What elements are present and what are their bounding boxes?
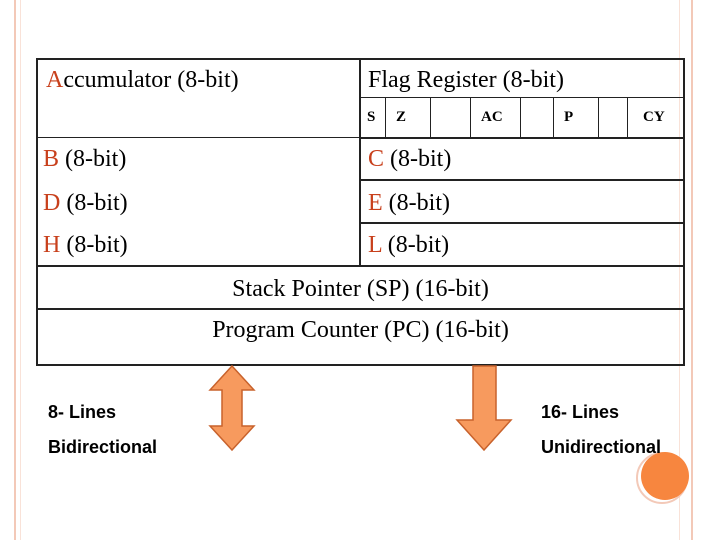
box-left [36, 58, 38, 366]
bidirectional-arrow-icon [208, 364, 256, 452]
flag-sep-6 [598, 97, 599, 137]
flag-z: Z [396, 109, 407, 125]
hl-row-bottom [36, 265, 685, 267]
flag-sep-4 [520, 97, 521, 137]
decorative-circle [641, 452, 689, 500]
flag-sep-1 [385, 97, 386, 137]
box-bottom [36, 364, 685, 366]
left-bus-lines-label: 8- Lines [48, 402, 117, 422]
bc-row-bottom [360, 179, 684, 181]
left-bus-direction-label: Bidirectional [48, 437, 158, 457]
register-d: D (8-bit) [43, 190, 128, 216]
flag-s: S [367, 109, 376, 125]
flag-sep-7 [627, 97, 628, 137]
de-row-bottom [360, 222, 684, 224]
flag-sep-5 [553, 97, 554, 137]
right-bus-lines-label: 16- Lines [541, 402, 620, 422]
program-counter-label: Program Counter (PC) (16-bit) [212, 317, 509, 343]
flag-p: P [564, 109, 574, 125]
flag-register-label: Flag Register (8-bit) [368, 67, 564, 93]
accumulator-row-bottom [36, 137, 360, 138]
flag-sep-3 [470, 97, 471, 137]
register-h: H (8-bit) [43, 232, 128, 258]
accumulator-label: Accumulator (8-bit) [46, 67, 239, 93]
register-c: C (8-bit) [368, 146, 452, 172]
flag-row-bottom [360, 137, 684, 139]
stack-pointer-label: Stack Pointer (SP) (16-bit) [232, 276, 489, 302]
slide-frame-inner [20, 0, 680, 540]
flag-ac: AC [481, 109, 503, 125]
register-b: B (8-bit) [43, 146, 127, 172]
right-bus-direction-label: Unidirectional [541, 437, 662, 457]
flag-cy: CY [643, 109, 665, 125]
box-right [683, 58, 685, 366]
column-divider [359, 58, 361, 267]
down-arrow-icon [455, 365, 513, 452]
flag-row-divider [360, 97, 684, 98]
slide-frame [14, 0, 693, 540]
register-l: L (8-bit) [368, 232, 450, 258]
sp-row-bottom [36, 308, 685, 310]
register-e: E (8-bit) [368, 190, 450, 216]
flag-sep-2 [430, 97, 431, 137]
